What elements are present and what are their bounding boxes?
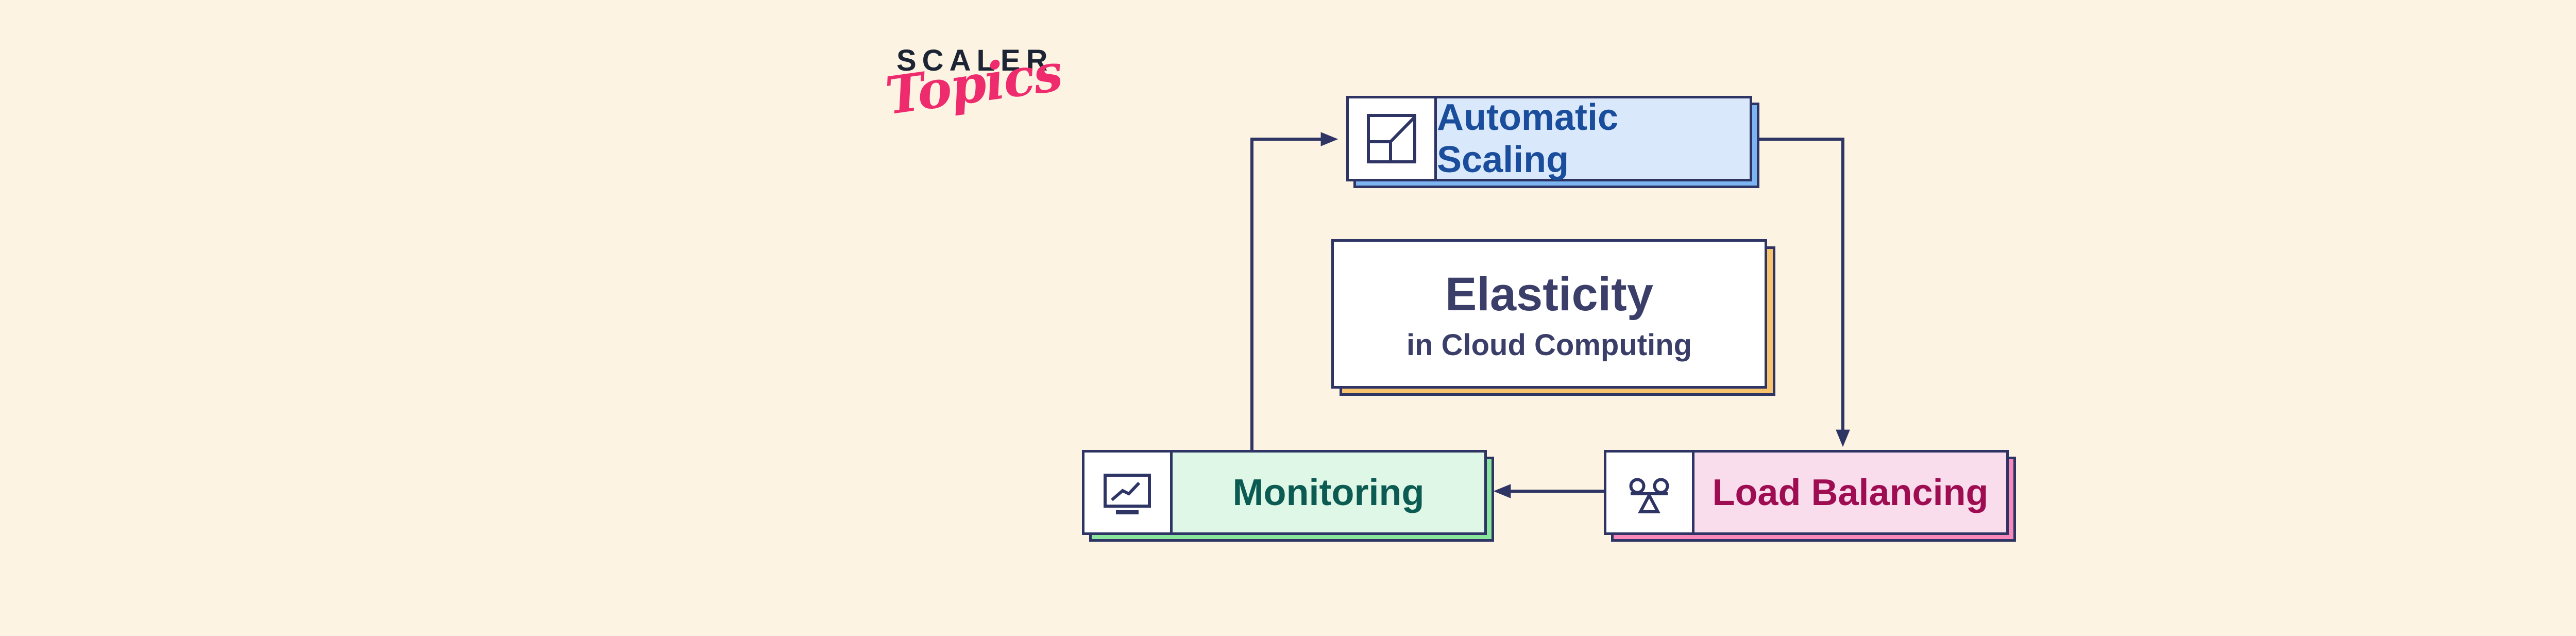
node-load-balancing: Load Balancing bbox=[1604, 450, 2016, 542]
scaler-logo: SCALER Topics bbox=[882, 42, 1073, 129]
node-automatic-scaling: Automatic Scaling bbox=[1346, 96, 1759, 188]
diagram-subtitle: in Cloud Computing bbox=[1406, 328, 1692, 362]
node-label: Monitoring bbox=[1173, 453, 1484, 532]
node-label: Automatic Scaling bbox=[1437, 97, 1750, 180]
monitor-chart-icon bbox=[1104, 473, 1151, 514]
scaling-icon bbox=[1367, 114, 1416, 163]
node-label: Load Balancing bbox=[1694, 453, 2006, 532]
node-body: Automatic Scaling bbox=[1346, 96, 1752, 181]
arrow-monitoring-to-automatic-scaling bbox=[1250, 132, 1338, 450]
node-monitoring: Monitoring bbox=[1082, 450, 1494, 542]
node-icon-section bbox=[1084, 453, 1173, 532]
center-card-body: Elasticity in Cloud Computing bbox=[1331, 239, 1767, 389]
node-body: Monitoring bbox=[1082, 450, 1487, 535]
balance-scale-icon bbox=[1629, 478, 1669, 513]
node-body: Load Balancing bbox=[1604, 450, 2009, 535]
center-title-card: Elasticity in Cloud Computing bbox=[1331, 239, 1775, 396]
node-icon-section bbox=[1606, 453, 1694, 532]
node-icon-section bbox=[1349, 98, 1437, 179]
diagram-title: Elasticity bbox=[1445, 267, 1653, 321]
scaler-logo-brand: SCALER bbox=[896, 44, 1054, 77]
